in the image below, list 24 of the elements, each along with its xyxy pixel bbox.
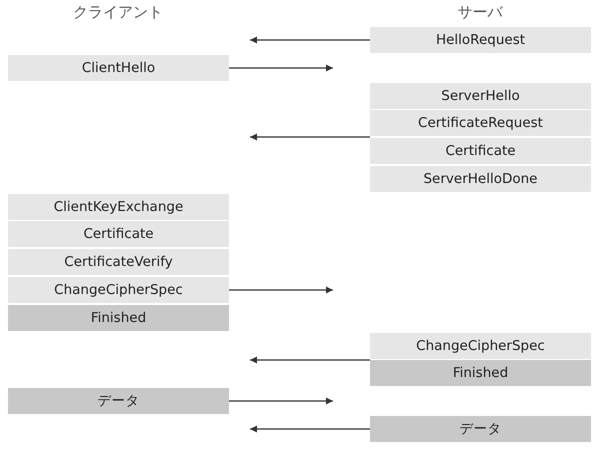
message-box: データ xyxy=(370,416,591,442)
arrow xyxy=(229,286,333,294)
column-heading: サーバ xyxy=(458,3,502,22)
message-box: ChangeCipherSpec xyxy=(8,277,229,304)
message-box: Certificate xyxy=(370,138,591,164)
message-box: CertificateRequest xyxy=(370,110,591,136)
message-box: Finished xyxy=(370,360,591,386)
arrow xyxy=(250,356,370,364)
arrow xyxy=(250,134,370,140)
arrow xyxy=(250,36,370,44)
arrow xyxy=(250,426,370,432)
message-box: HelloRequest xyxy=(370,27,591,53)
message-box: Certificate xyxy=(8,221,229,248)
message-box: ClientHello xyxy=(8,54,229,81)
column-heading: クライアント xyxy=(73,3,163,22)
message-box: ServerHello xyxy=(370,82,591,109)
message-box: ClientKeyExchange xyxy=(8,194,229,220)
message-box: Finished xyxy=(8,304,229,331)
message-box: CertificateVerify xyxy=(8,249,229,276)
arrow xyxy=(229,64,333,72)
message-box: ChangeCipherSpec xyxy=(370,332,591,359)
message-box: データ xyxy=(8,388,229,414)
arrow xyxy=(229,398,333,404)
message-box: ServerHelloDone xyxy=(370,166,591,192)
